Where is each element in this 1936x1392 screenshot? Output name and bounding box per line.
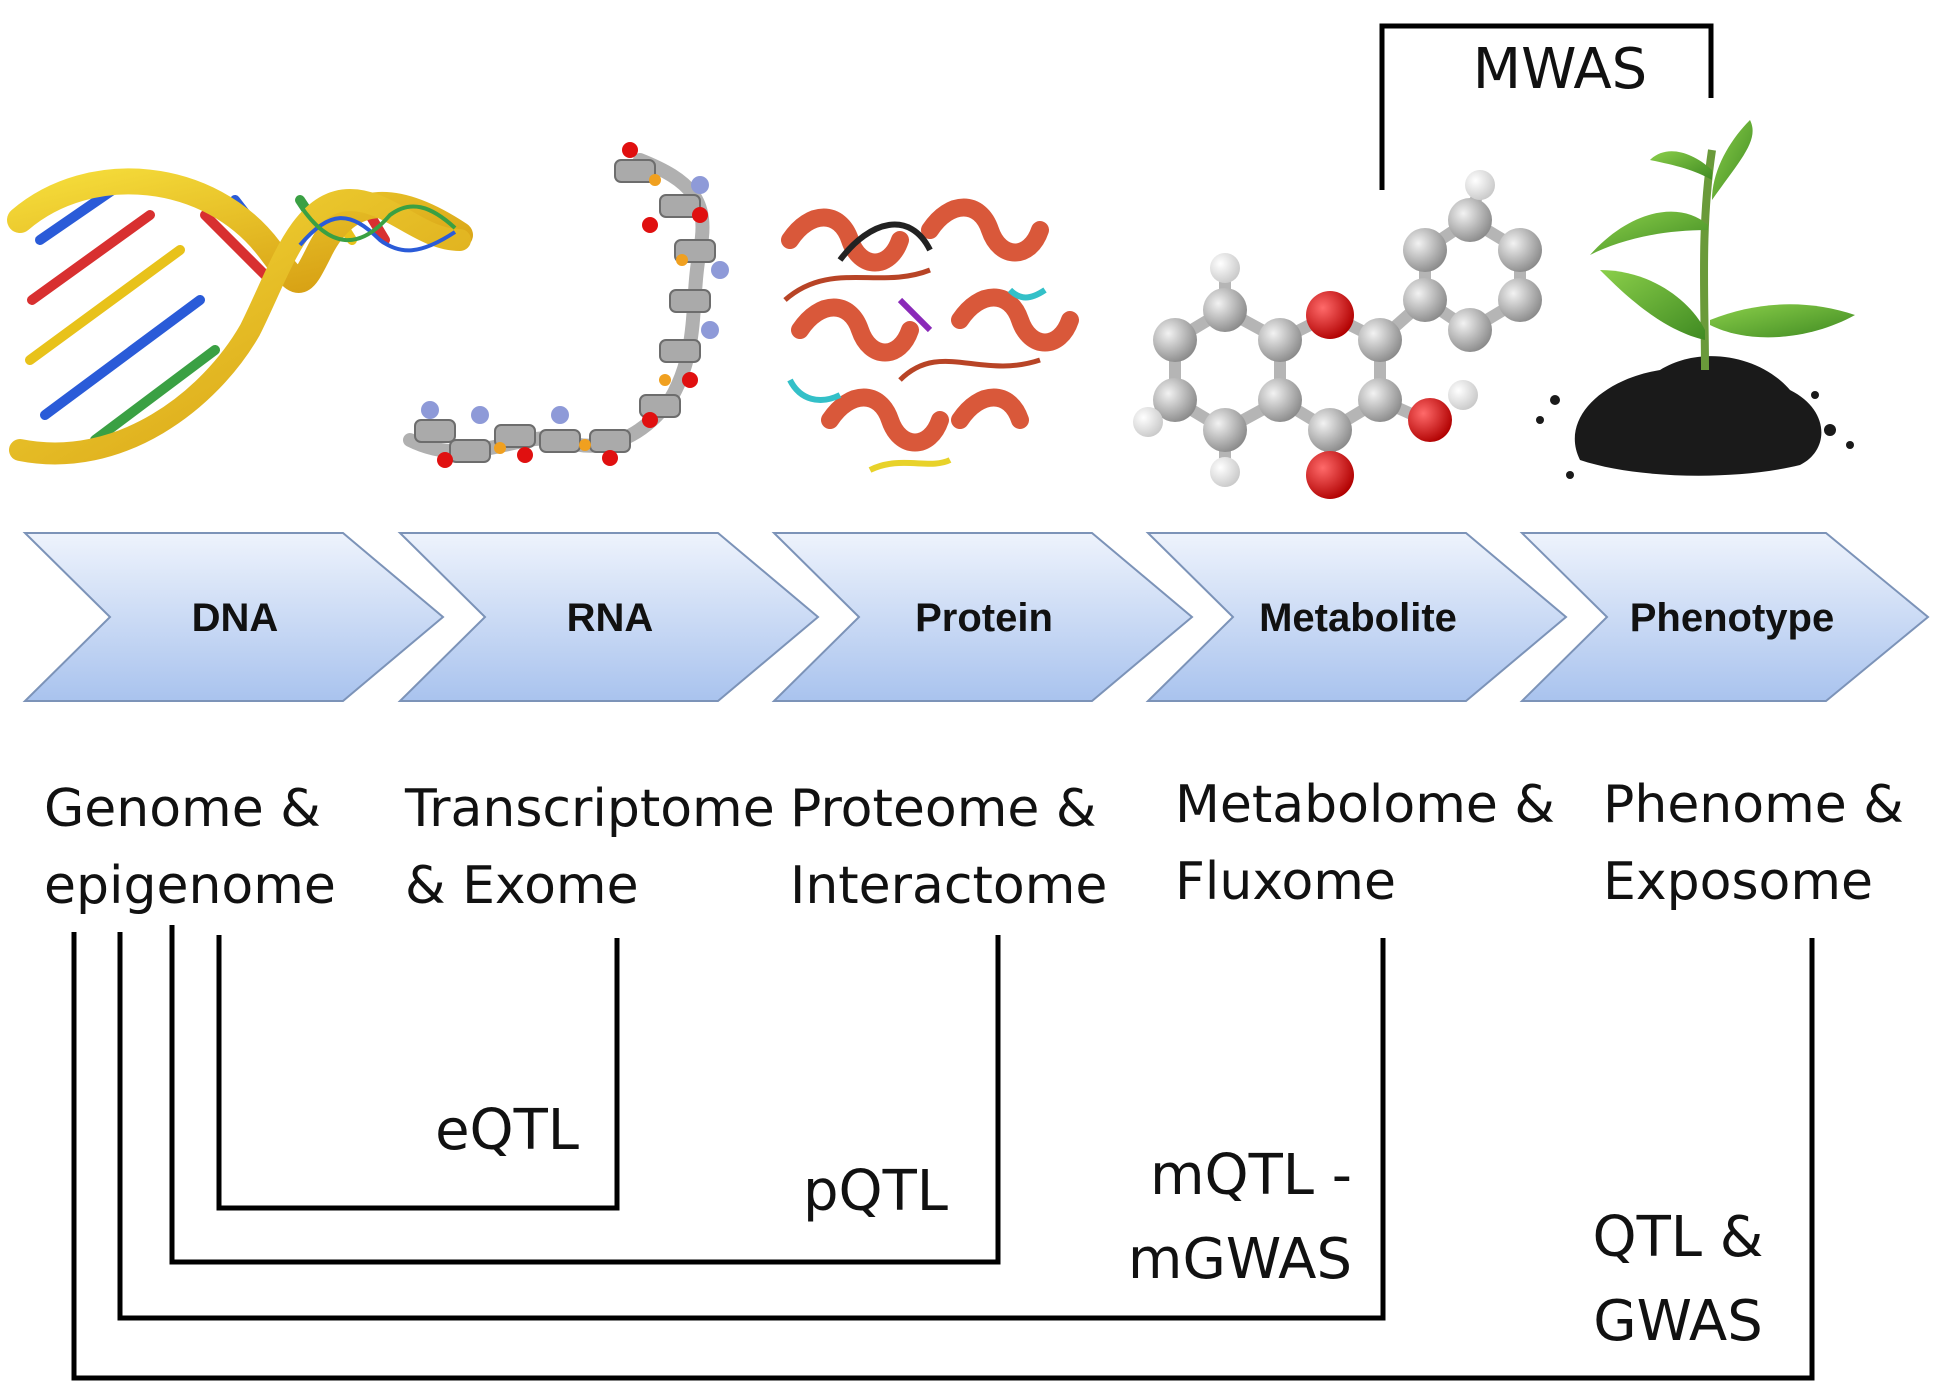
stage-label-rna: RNA	[567, 596, 654, 640]
omics-metabolome-line1: Metabolome &	[1175, 775, 1555, 835]
omics-proteome: Proteome & Interactome	[790, 779, 1107, 916]
qtl-bracket	[71, 932, 1815, 1381]
omics-phenome-line2: Exposome	[1603, 852, 1873, 912]
omics-proteome-line2: Interactome	[790, 856, 1107, 916]
eqtl-bracket	[216, 935, 620, 1211]
dna-helix-icon	[7, 168, 473, 465]
stage-chevron-phenotype: Phenotype	[1519, 532, 1930, 702]
pqtl-label: pQTL	[803, 1159, 948, 1224]
plant-seedling-icon	[1536, 120, 1855, 479]
stage-label-phenotype: Phenotype	[1630, 596, 1834, 640]
omics-transcriptome-line1: Transcriptome	[404, 779, 775, 839]
mwas-label: MWAS	[1473, 37, 1647, 102]
omics-metabolome: Metabolome & Fluxome	[1175, 775, 1555, 912]
omics-metabolome-line2: Fluxome	[1175, 852, 1396, 912]
mqtl-label-line1: mQTL -	[1150, 1143, 1352, 1208]
omics-proteome-line1: Proteome &	[790, 779, 1096, 839]
pqtl-bracket	[169, 925, 1001, 1265]
omics-phenome-line1: Phenome &	[1603, 775, 1904, 835]
omics-genome-line2: epigenome	[44, 856, 336, 916]
stage-label-protein: Protein	[915, 596, 1053, 640]
mwas-bracket	[1379, 23, 1714, 190]
stage-chevron-dna: DNA	[22, 532, 445, 702]
qtl-label-line1: QTL &	[1593, 1205, 1764, 1270]
stage-chevron-protein: Protein	[771, 532, 1194, 702]
stage-label-metabolite: Metabolite	[1259, 596, 1457, 640]
omics-genome-line1: Genome &	[44, 779, 321, 839]
mqtl-label-line2: mGWAS	[1128, 1227, 1352, 1292]
omics-transcriptome-line2: & Exome	[405, 856, 639, 916]
mqtl-bracket	[117, 932, 1386, 1321]
omics-transcriptome: Transcriptome & Exome	[404, 779, 775, 916]
eqtl-label: eQTL	[435, 1098, 579, 1163]
stage-chevron-metabolite: Metabolite	[1145, 532, 1568, 702]
protein-ribbon-icon	[781, 198, 1079, 473]
qtl-label-line2: GWAS	[1593, 1289, 1763, 1354]
stage-chevron-rna: RNA	[397, 532, 820, 702]
molecule-icon	[1133, 170, 1542, 499]
omics-genome: Genome & epigenome	[44, 779, 336, 916]
rna-strand-icon	[403, 142, 729, 468]
stage-label-dna: DNA	[192, 596, 279, 640]
omics-phenome: Phenome & Exposome	[1603, 775, 1904, 912]
